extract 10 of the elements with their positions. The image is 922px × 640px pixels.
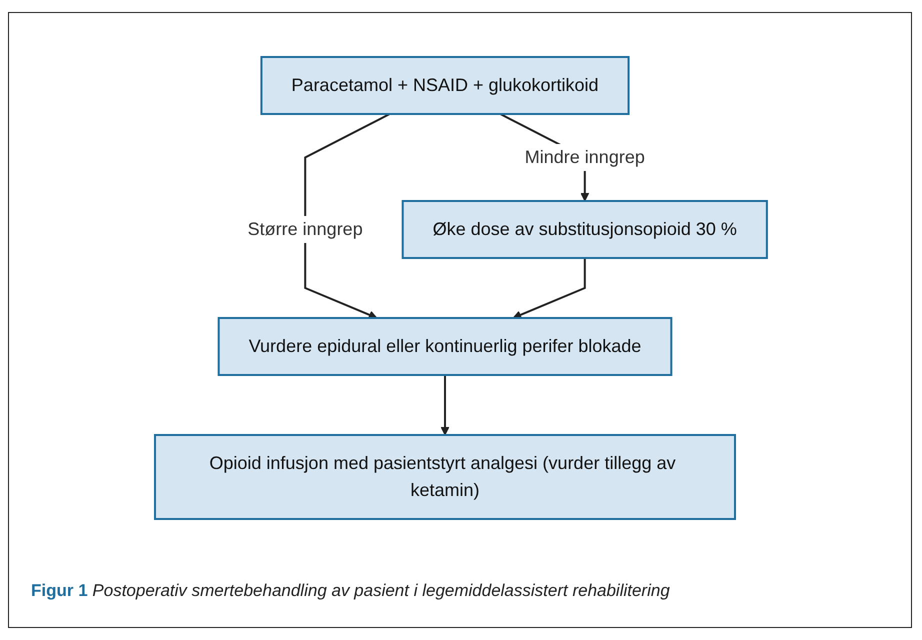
edge-label: Mindre inngrep <box>524 147 645 167</box>
figure-caption: Figur 1 Postoperativ smertebehandling av pasient i legemiddelassistert rehabilitering <box>31 581 670 601</box>
arrow <box>440 375 450 436</box>
arrow <box>304 113 390 319</box>
edge-label: Større inngrep <box>248 219 363 239</box>
node-box: Paracetamol + NSAID + glukokortikoid <box>260 56 630 115</box>
node-box: Vurdere epidural eller kontinuerlig perifer blokade <box>218 317 672 376</box>
arrow <box>512 258 586 319</box>
node-box: Opioid infusjon med pasientstyrt analgesi (vurder tillegg av ketamin) <box>154 434 736 520</box>
node-box: Øke dose av substitusjonsopioid 30 % <box>402 200 768 259</box>
